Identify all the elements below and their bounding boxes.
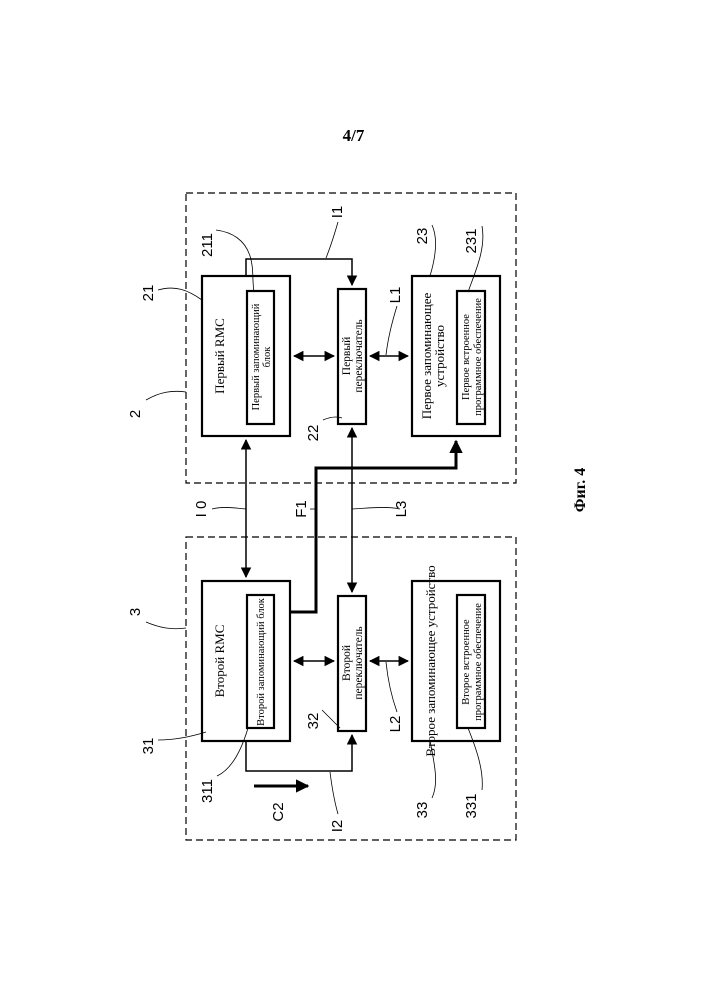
label-f1: F1 (293, 500, 310, 518)
label-i2: I2 (329, 820, 346, 833)
first-switch-label-2: переключатель (353, 319, 365, 392)
ref-331: 331 (463, 793, 480, 818)
ref-21: 21 (140, 285, 157, 302)
label-i0: I 0 (193, 501, 210, 518)
second-rmc-label: Второй RMC (212, 625, 227, 698)
first-switch-label-1: Первый (341, 337, 353, 375)
ref-31-leader (158, 732, 206, 740)
ref-2-leader (146, 391, 186, 400)
first-rmc-label: Первый RMC (212, 318, 227, 394)
first-storage-block-label-1: Первый запоминающий (251, 303, 262, 410)
second-firmware-label-1: Второе встроенное (461, 619, 472, 705)
first-memory-label-2: устройство (432, 325, 447, 387)
label-i2-leader (330, 772, 338, 814)
first-firmware-label-1: Первое встроенное (461, 314, 472, 400)
ref-33: 33 (414, 802, 431, 819)
label-c2: C2 (270, 802, 287, 821)
label-i1: I1 (329, 206, 346, 219)
label-l2: L2 (387, 716, 404, 733)
second-switch-label-1: Второй (341, 645, 353, 681)
label-i0-leader (212, 507, 246, 509)
first-firmware-label-2: программное обеспечение (473, 298, 484, 416)
label-i1-leader (326, 222, 338, 258)
ref-21-leader (158, 288, 202, 300)
ref-32: 32 (305, 713, 322, 730)
ref-22: 22 (305, 425, 322, 442)
label-l1-leader (386, 306, 397, 355)
ref-3: 3 (127, 608, 144, 616)
label-l1: L1 (387, 287, 404, 304)
ref-31: 31 (140, 738, 157, 755)
ref-3-leader (146, 622, 186, 629)
ref-231: 231 (463, 228, 480, 253)
figure-caption: Фиг. 4 (572, 468, 589, 512)
ref-2: 2 (127, 410, 144, 418)
label-l3: L3 (393, 501, 410, 518)
second-memory-label: Второе запоминающее устройство (423, 565, 438, 756)
label-l2-leader (386, 662, 397, 712)
ref-23: 23 (414, 228, 431, 245)
second-switch-label-2: переключатель (353, 626, 365, 699)
second-storage-block-label: Второй запоминающий блок (256, 597, 267, 726)
second-firmware-label-2: программное обеспечение (473, 603, 484, 721)
first-storage-block-label-2: блок (262, 346, 273, 368)
ref-311: 311 (199, 779, 216, 803)
ref-211: 211 (199, 233, 216, 257)
